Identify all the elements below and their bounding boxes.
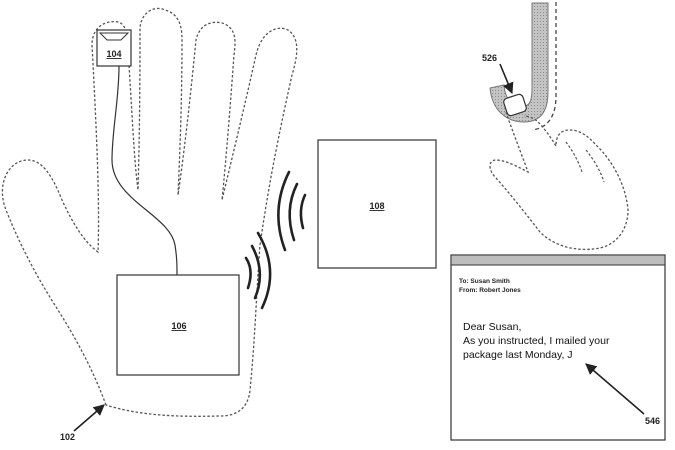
label-546: 546: [645, 416, 660, 426]
sensor-wire: [111, 65, 178, 276]
fingertip-526: [503, 93, 527, 117]
letter-greeting: Dear Susan,: [463, 321, 521, 333]
receiver-108: 108: [317, 139, 437, 269]
label-104: 104: [106, 49, 121, 59]
to-line: To: Susan Smith: [459, 278, 510, 285]
arrow-102: [73, 404, 105, 432]
display-window: [450, 254, 666, 441]
trace-path-dashed: [531, 2, 557, 131]
wireless-waves-device: [244, 231, 272, 310]
wireless-waves-receiver: [277, 170, 307, 252]
sensor-104: 104: [96, 29, 132, 67]
from-line: From: Robert Jones: [459, 287, 521, 294]
letter-line-2: package last Monday, J: [463, 349, 573, 361]
label-106: 106: [171, 321, 186, 331]
label-526: 526: [482, 53, 497, 63]
arrow-546: [585, 363, 645, 415]
label-102: 102: [60, 432, 75, 442]
window-title-bar: [450, 254, 666, 266]
letter-line-1: As you instructed, I mailed your: [463, 335, 610, 347]
device-106: 106: [116, 274, 240, 376]
label-108: 108: [369, 201, 384, 211]
arrow-526: [499, 63, 514, 95]
hand-outline: [1, 7, 298, 417]
pointing-hand-outline: [489, 111, 629, 251]
